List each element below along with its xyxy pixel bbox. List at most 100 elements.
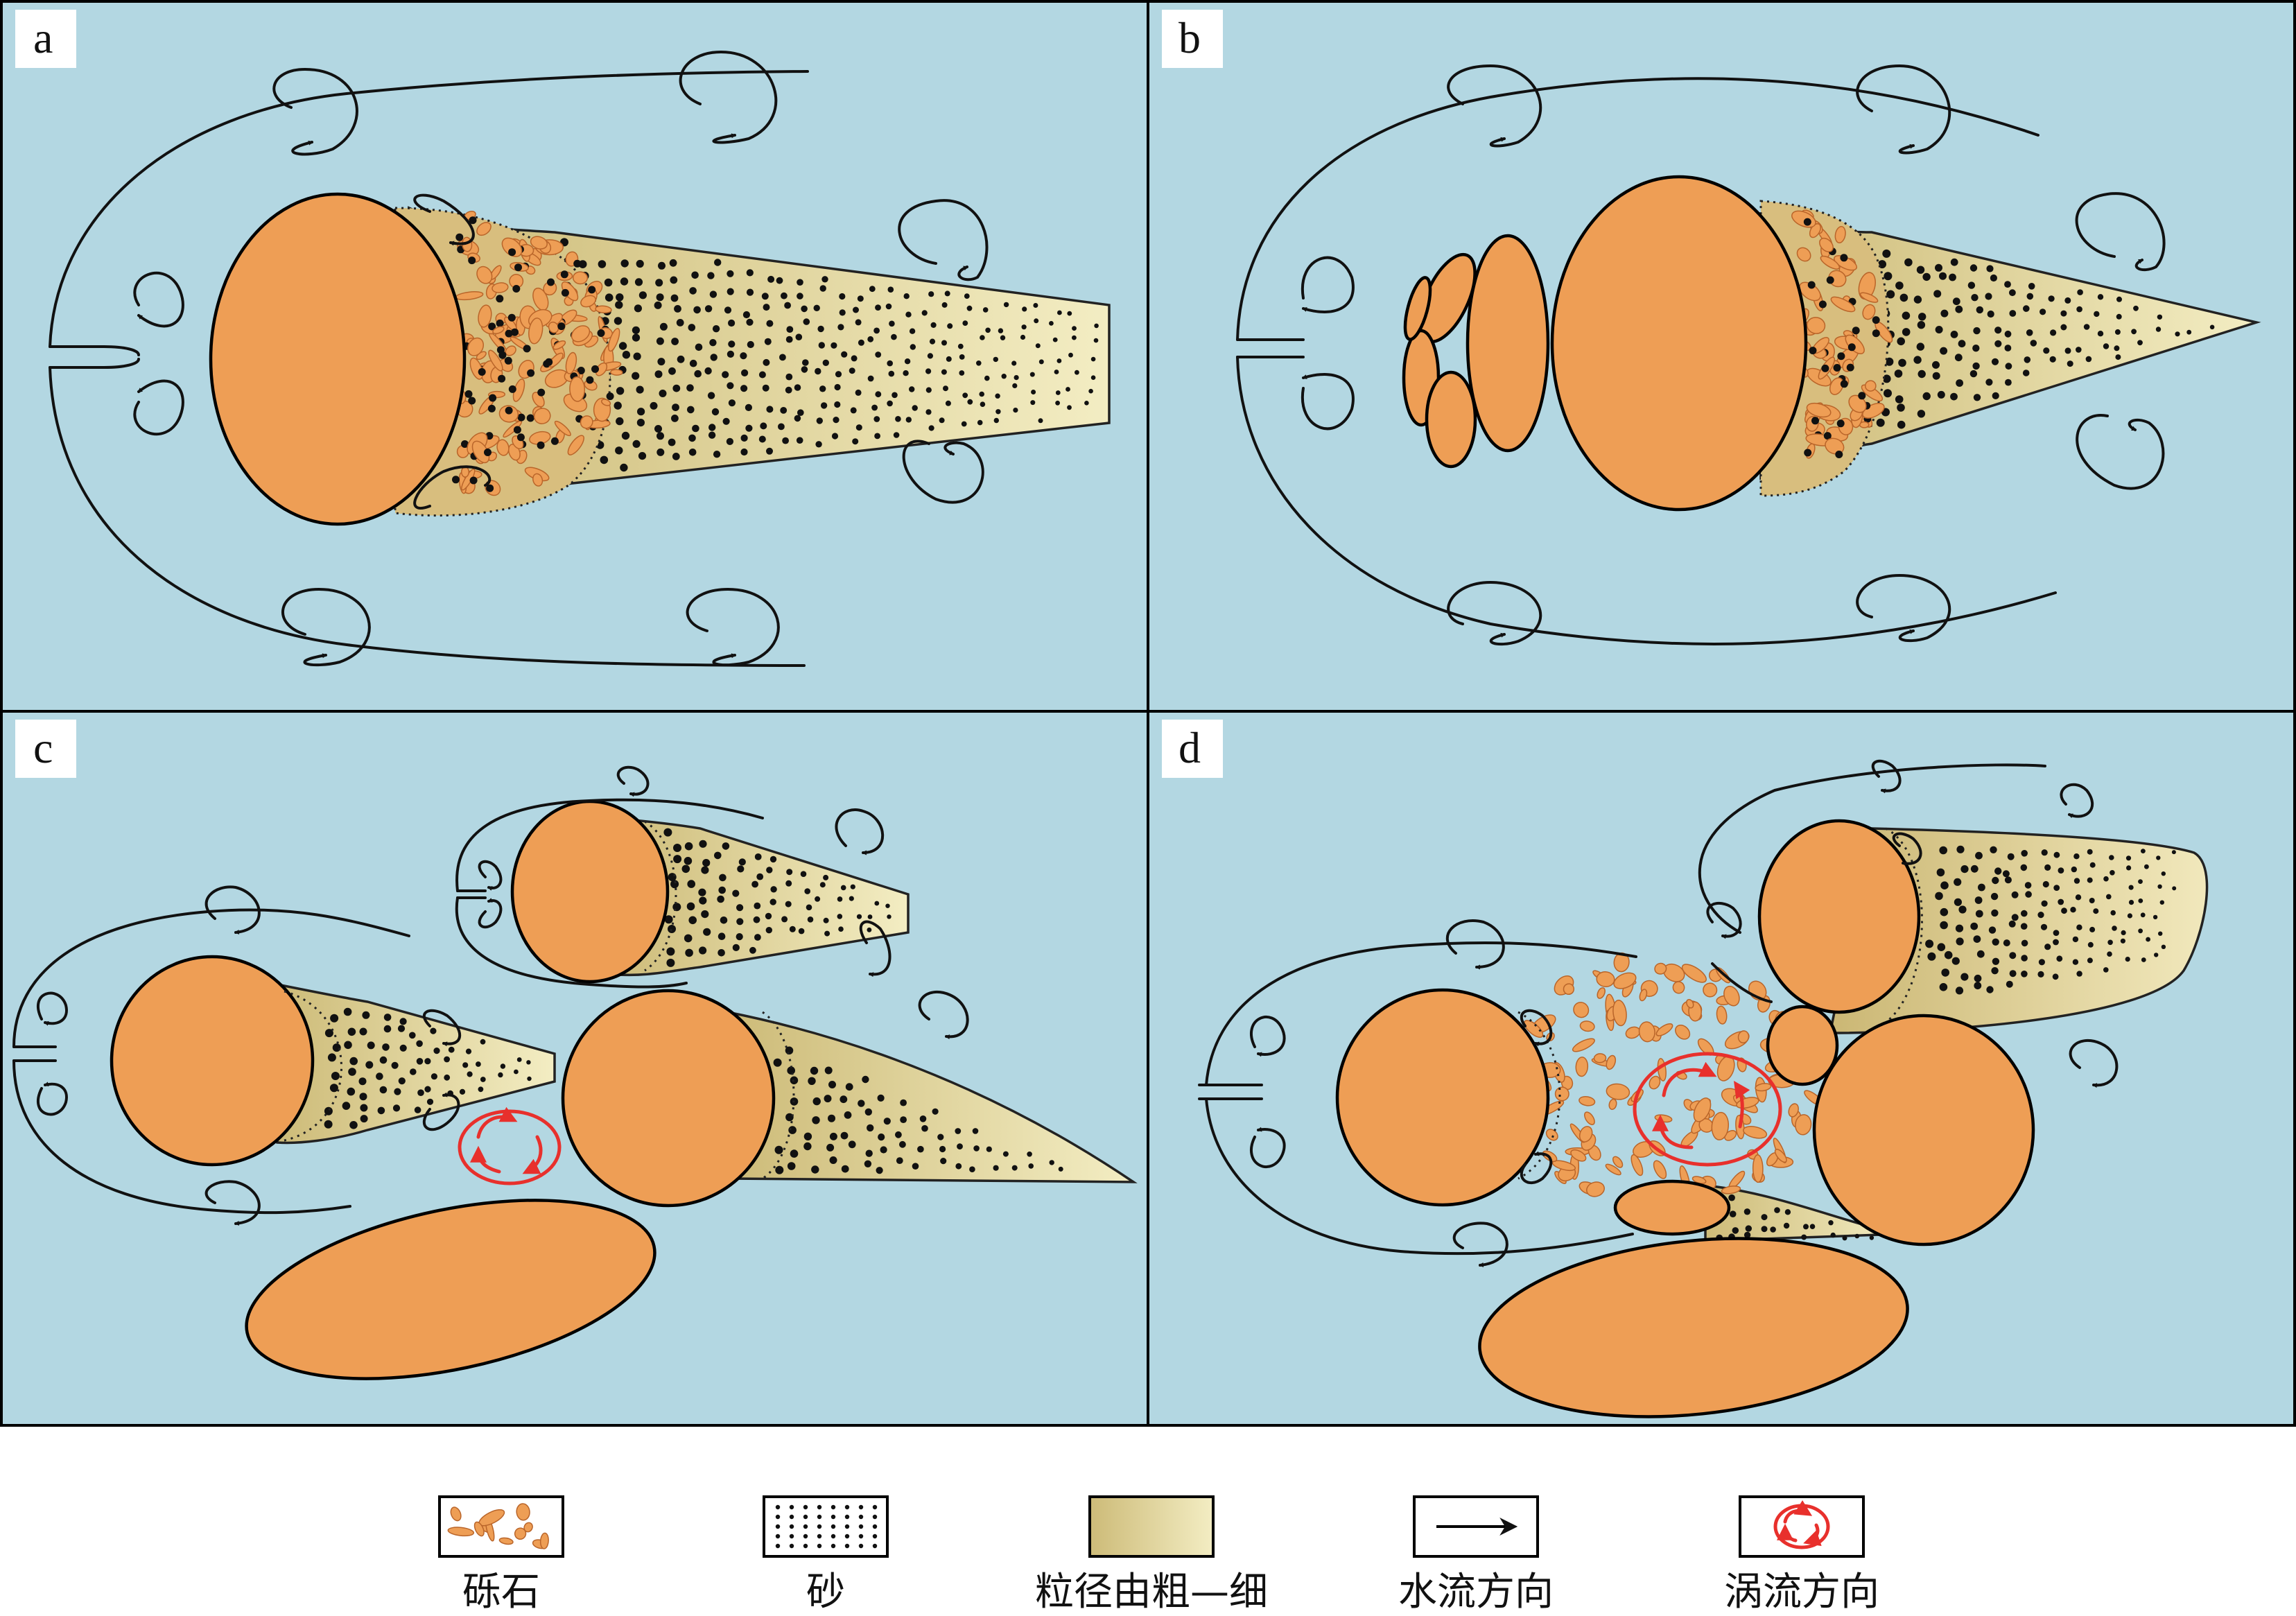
sand-grain [899,1140,906,1148]
gravel-pebble [1638,1021,1655,1043]
gravel-pebble [567,435,584,455]
sand-grain [1809,347,1817,355]
sand-grain [871,404,878,411]
sand-grain [656,293,664,302]
sand-grain [840,1131,849,1140]
eddy-icon [36,991,68,1026]
sand-grain [946,356,952,362]
sand-grain [687,406,695,414]
sand-grain [830,1543,836,1549]
sand-grain [812,1116,820,1124]
sand-grain [1973,394,1981,401]
sand-grain [701,910,709,919]
sand-grain [2094,311,2100,318]
sand-grain [693,306,701,314]
sand-grain [817,1504,822,1510]
sand-grain [1028,1163,1034,1169]
sand-grain [864,1108,873,1116]
eddy-icon [478,860,503,891]
gravel-pebble [1743,1126,1768,1139]
sand-grain [887,360,893,367]
gravel-pebble [1653,1160,1667,1179]
eddy-icon [413,465,492,510]
sand-grain [2107,951,2112,957]
sand-grain [526,414,534,422]
sand-grain [452,476,460,484]
panel-c-vortex [458,1106,562,1185]
sand-grain [714,259,722,266]
sand-grain [430,1073,438,1080]
eddy-icon [859,920,892,978]
sand-grain [785,1046,794,1055]
sand-grain [1932,360,1940,369]
sand-grain [850,407,857,414]
sand-grain [704,367,712,375]
sand-grain [789,1514,794,1520]
sand-grain [1014,375,1019,381]
sand-grain [754,902,761,910]
gravel-pebble [530,236,548,250]
sand-grain [1973,935,1981,943]
sand-grain [2058,867,2064,874]
sand-grain [728,319,736,327]
sand-grain [2053,885,2060,891]
sand-grain [688,324,696,331]
sand-grain [2089,898,2095,903]
sand-grain [979,391,984,397]
sand-grain [941,369,947,375]
gravel-pebble [1864,380,1877,392]
sand-grain [670,880,679,889]
legend-eddy-label: 涡流方向 [1724,1570,1879,1615]
panel-b-label: b [1179,13,1201,62]
sand-grain [804,888,810,894]
sand-grain [1783,1222,1790,1229]
sand-grain [741,369,749,377]
sand-grain [803,318,810,325]
sand-grain [2053,930,2060,936]
sand-grain [910,344,916,350]
sand-grain [2023,305,2030,312]
sand-grain [803,1534,808,1539]
sand-grain [2089,862,2096,868]
gravel-pebble [553,340,566,350]
sand-grain [2156,855,2161,860]
sand-grain [803,1142,812,1151]
sand-grain [1954,354,1963,362]
panel-a-flow-bottom [49,366,806,667]
sand-grain [2125,957,2130,962]
sand-grain [803,1504,808,1510]
sand-grain [1038,418,1043,424]
sand-grain [2050,329,2057,336]
sand-grain [709,290,718,298]
sand-grain [1917,370,1926,379]
vortex-arrow [1777,1523,1798,1543]
sand-grain [2020,923,2028,930]
sand-grain [941,340,947,346]
sand-grain [844,1111,852,1119]
sand-grain [980,401,986,407]
sand-grain [801,305,808,313]
sand-grain [1090,356,1096,362]
sand-grain [2127,913,2132,919]
gravel-pebble [572,271,589,285]
sand-grain [2004,876,2012,884]
sand-grain [1991,358,1999,365]
sand-grain [829,1156,837,1164]
sand-grain [1872,329,1880,338]
sand-grain [1952,297,1960,306]
sand-grain [2144,864,2149,869]
sand-grain [874,901,880,906]
sand-grain [762,384,769,392]
sand-grain [873,327,880,334]
sand-grain [867,914,873,919]
sand-grain [1991,909,1999,917]
gravel-pebble [1829,377,1844,395]
sand-grain [858,339,864,346]
gravel-pebble [1596,971,1615,987]
sand-grain [872,1504,878,1510]
sand-grain [330,1014,339,1023]
gravel-pebble [1612,999,1627,1027]
sand-grain [2103,876,2109,882]
sand-grain [811,1165,819,1174]
sand-grain [803,1514,808,1520]
